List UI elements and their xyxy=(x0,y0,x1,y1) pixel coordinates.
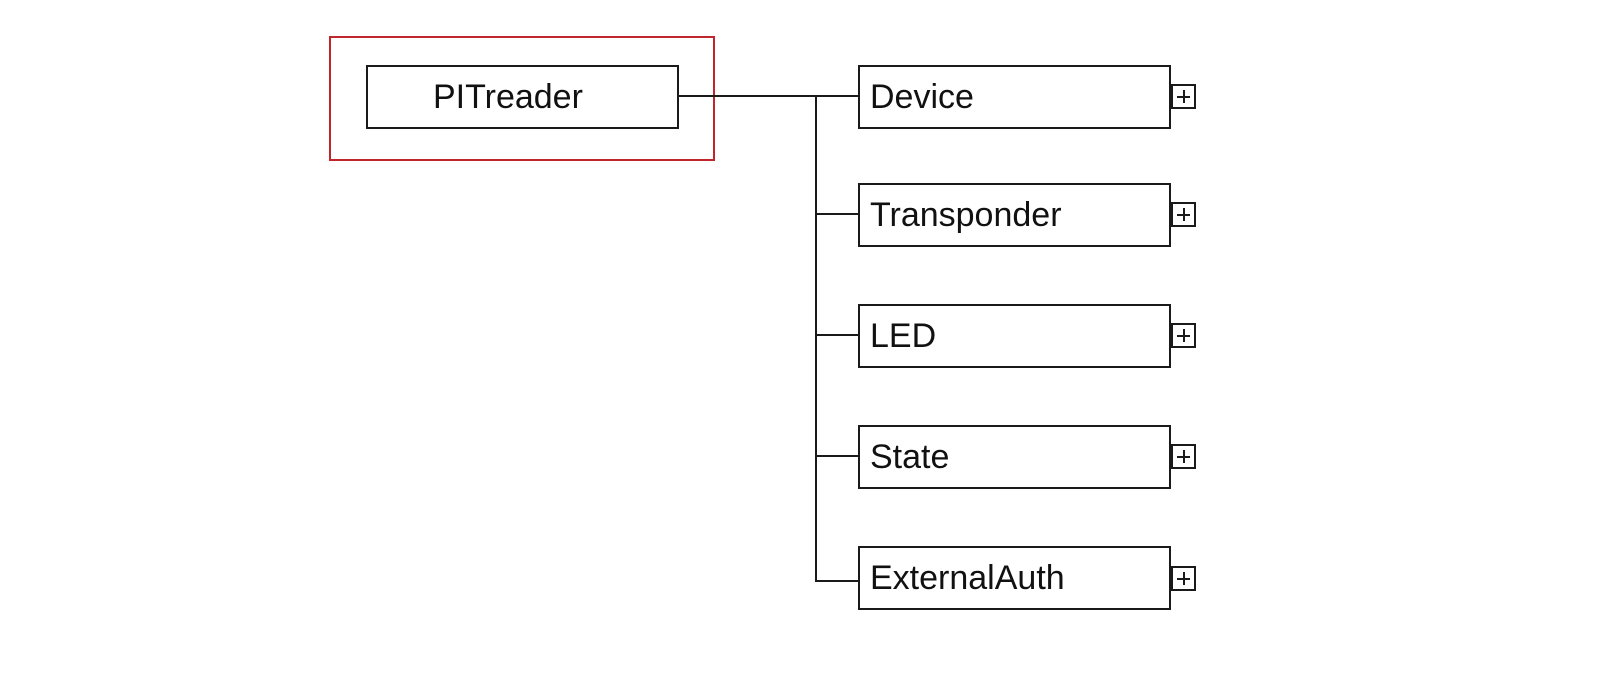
node-device-label: Device xyxy=(870,78,974,116)
branch-externalauth xyxy=(815,580,858,582)
node-state-label: State xyxy=(870,438,950,476)
node-led-label: LED xyxy=(870,317,937,355)
root-connector xyxy=(679,95,858,97)
expand-state-icon[interactable] xyxy=(1171,444,1196,469)
expand-externalauth-icon[interactable] xyxy=(1171,566,1196,591)
branch-led xyxy=(815,334,858,336)
expand-led-icon[interactable] xyxy=(1171,323,1196,348)
branch-state xyxy=(815,455,858,457)
node-externalauth[interactable]: ExternalAuth xyxy=(858,546,1171,610)
root-node-label: PITreader xyxy=(433,78,583,116)
children-trunk xyxy=(815,95,817,582)
selected-root-frame xyxy=(329,36,715,161)
node-externalauth-label: ExternalAuth xyxy=(870,559,1065,597)
node-transponder[interactable]: Transponder xyxy=(858,183,1171,247)
expand-transponder-icon[interactable] xyxy=(1171,202,1196,227)
expand-device-icon[interactable] xyxy=(1171,84,1196,109)
node-transponder-label: Transponder xyxy=(870,196,1062,234)
node-state[interactable]: State xyxy=(858,425,1171,489)
node-device[interactable]: Device xyxy=(858,65,1171,129)
node-led[interactable]: LED xyxy=(858,304,1171,368)
root-node-pitreader[interactable]: PITreader xyxy=(366,65,679,129)
branch-transponder xyxy=(815,213,858,215)
